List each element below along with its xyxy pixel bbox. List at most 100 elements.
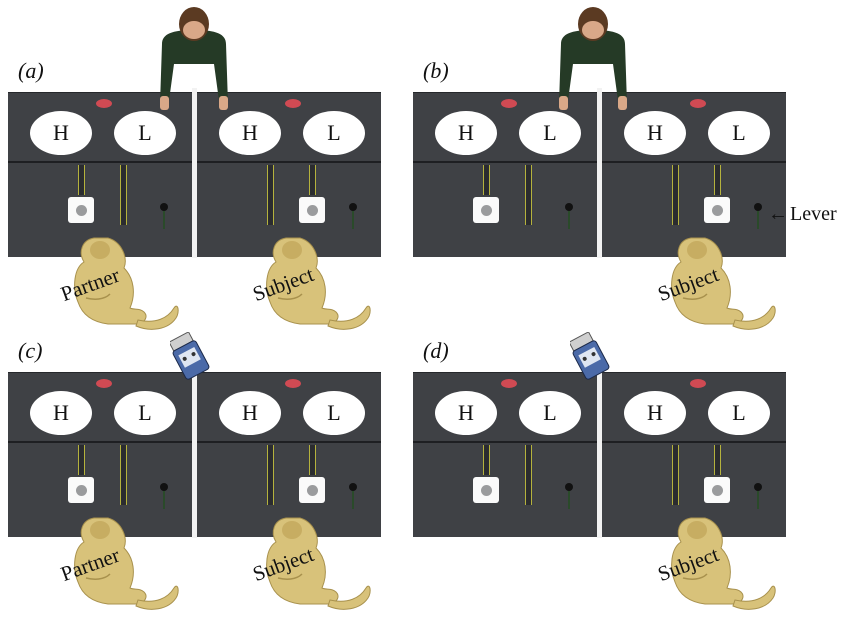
- human-observer-icon: [553, 4, 633, 117]
- high-reward-disc[interactable]: H: [30, 391, 92, 435]
- red-lamp: [501, 379, 518, 388]
- push-button-dot: [711, 204, 723, 216]
- sliding-track: [714, 445, 721, 475]
- sliding-track: [120, 165, 127, 225]
- push-button-dot: [75, 484, 87, 496]
- push-button-icon[interactable]: [704, 197, 730, 223]
- lever-knob: [565, 203, 573, 211]
- lever-stem: [568, 491, 570, 509]
- push-button-dot: [480, 204, 492, 216]
- red-lamp: [285, 99, 302, 108]
- lever-knob: [160, 203, 168, 211]
- panel-divider-line: [8, 441, 192, 443]
- push-button-dot: [306, 484, 318, 496]
- panel-divider-line: [602, 441, 786, 443]
- push-button-icon[interactable]: [68, 197, 94, 223]
- computer-device-icon: [168, 331, 210, 385]
- lever-knob: [565, 483, 573, 491]
- lever-callout-label: Lever: [790, 203, 837, 225]
- red-lamp: [690, 379, 707, 388]
- lever-icon[interactable]: [754, 483, 762, 509]
- lever-icon[interactable]: [754, 203, 762, 229]
- lever-icon[interactable]: [349, 203, 357, 229]
- lever-knob: [754, 483, 762, 491]
- lever-icon[interactable]: [565, 203, 573, 229]
- push-button-icon[interactable]: [704, 477, 730, 503]
- panel-label: (d): [423, 338, 449, 363]
- low-reward-disc[interactable]: L: [114, 391, 176, 435]
- sliding-track: [714, 165, 721, 195]
- push-button-dot: [75, 204, 87, 216]
- lever-stem: [568, 211, 570, 229]
- lever-knob: [754, 203, 762, 211]
- push-button-icon[interactable]: [299, 197, 325, 223]
- low-reward-disc[interactable]: L: [303, 111, 365, 155]
- lever-stem: [352, 491, 354, 509]
- high-reward-disc[interactable]: H: [219, 111, 281, 155]
- lever-knob: [349, 203, 357, 211]
- computer-device-icon: [568, 331, 610, 385]
- sliding-track: [525, 165, 532, 225]
- lever-stem: [757, 211, 759, 229]
- sliding-track: [78, 165, 85, 195]
- sliding-track: [672, 445, 679, 505]
- push-button-dot: [711, 484, 723, 496]
- lever-icon[interactable]: [565, 483, 573, 509]
- red-lamp: [690, 99, 707, 108]
- push-button-icon[interactable]: [299, 477, 325, 503]
- sliding-track: [267, 165, 274, 225]
- panel-label: (c): [18, 338, 43, 363]
- sliding-track: [309, 165, 316, 195]
- human-observer-icon: [154, 4, 234, 117]
- push-button-icon[interactable]: [68, 477, 94, 503]
- panel-divider-line: [197, 441, 381, 443]
- lever-knob: [160, 483, 168, 491]
- sliding-track: [672, 165, 679, 225]
- push-button-icon[interactable]: [473, 197, 499, 223]
- high-reward-disc[interactable]: H: [624, 111, 686, 155]
- lever-stem: [757, 491, 759, 509]
- low-reward-disc[interactable]: L: [708, 391, 770, 435]
- sliding-track: [525, 445, 532, 505]
- lever-icon[interactable]: [349, 483, 357, 509]
- left-arrow-icon: ←: [768, 203, 788, 225]
- center-partition: [597, 368, 602, 538]
- red-lamp: [285, 379, 302, 388]
- panel-divider-line: [413, 161, 597, 163]
- partner-monkey-icon: [64, 228, 184, 338]
- push-button-icon[interactable]: [473, 477, 499, 503]
- high-reward-disc[interactable]: H: [435, 391, 497, 435]
- red-lamp: [96, 379, 113, 388]
- red-lamp: [96, 99, 113, 108]
- lever-stem: [163, 491, 165, 509]
- high-reward-disc[interactable]: H: [219, 391, 281, 435]
- high-reward-disc[interactable]: H: [435, 111, 497, 155]
- lever-icon[interactable]: [160, 483, 168, 509]
- low-reward-disc[interactable]: L: [114, 111, 176, 155]
- low-reward-disc[interactable]: L: [303, 391, 365, 435]
- low-reward-disc[interactable]: L: [519, 111, 581, 155]
- push-button-dot: [480, 484, 492, 496]
- center-partition: [192, 88, 197, 258]
- push-button-dot: [306, 204, 318, 216]
- lever-callout: ← Lever: [768, 203, 837, 226]
- low-reward-disc[interactable]: L: [708, 111, 770, 155]
- low-reward-disc[interactable]: L: [519, 391, 581, 435]
- sliding-track: [309, 445, 316, 475]
- high-reward-disc[interactable]: H: [30, 111, 92, 155]
- red-lamp: [501, 99, 518, 108]
- subject-monkey-icon: [256, 228, 376, 338]
- lever-stem: [352, 211, 354, 229]
- panel-divider-line: [8, 161, 192, 163]
- panel-divider-line: [602, 161, 786, 163]
- high-reward-disc[interactable]: H: [624, 391, 686, 435]
- lever-icon[interactable]: [160, 203, 168, 229]
